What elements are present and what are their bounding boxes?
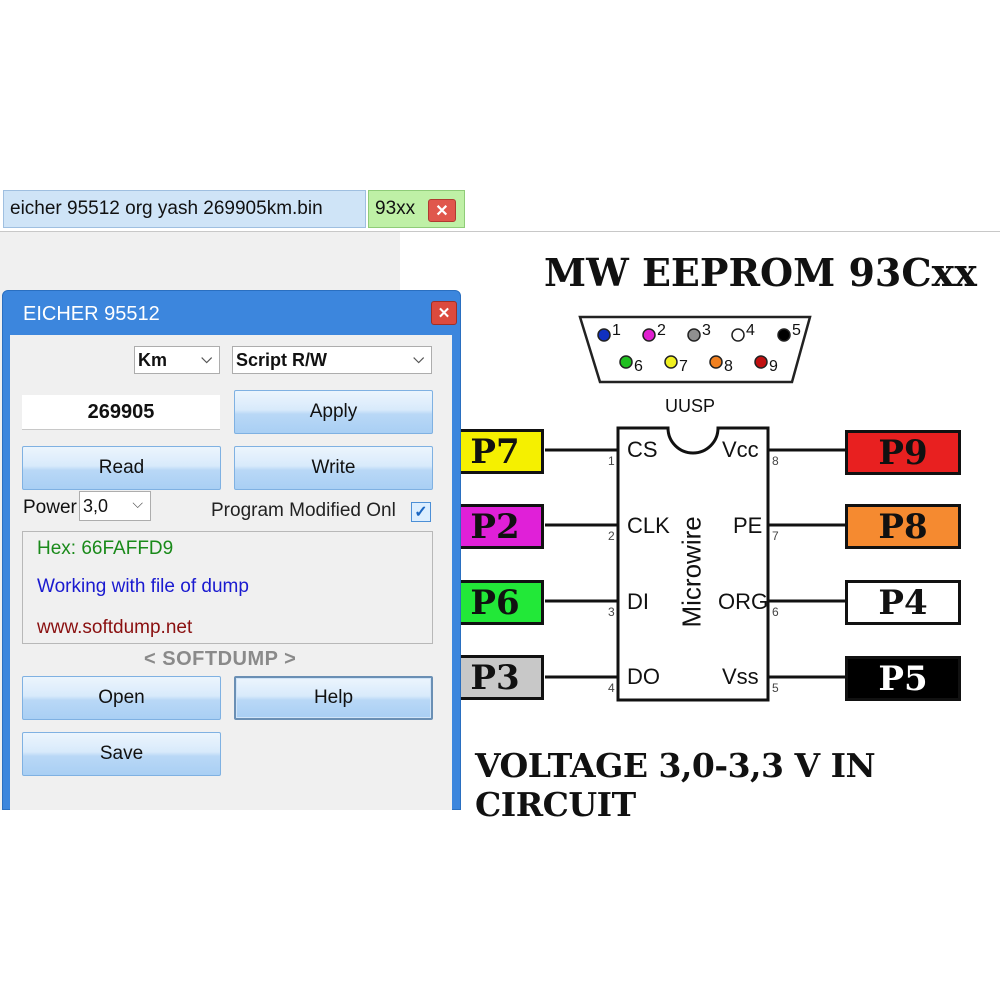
connector-pin-number: 3 (702, 322, 711, 339)
probe-p8: P8 (845, 504, 961, 549)
pin-name-clk: CLK (627, 513, 670, 538)
mode-select-value: Script R/W (236, 349, 328, 370)
connector-pin-number: 8 (724, 358, 733, 375)
connector-pin-number: 5 (792, 322, 801, 339)
eicher-dialog: EICHER 95512 ✕ Km ⌵ Script R/W ⌵ 269905 … (2, 290, 461, 810)
power-select[interactable]: 3,0 ⌵ (79, 491, 151, 521)
unit-select-value: Km (138, 349, 168, 370)
hex-readout: Hex: 66FAFFD9 (37, 538, 174, 559)
tab-strip: eicher 95512 org yash 269905km.bin 93xx … (0, 189, 1000, 232)
connector-pin-dot (597, 328, 611, 342)
connector-pin-number: 6 (634, 358, 643, 375)
diagram-graphics: 1 2 3 4 5 6 7 8 9 (545, 315, 845, 702)
tab-93xx[interactable]: 93xx ✕ (368, 190, 465, 228)
chevron-down-icon: ⌵ (413, 350, 424, 366)
probe-p5: P5 (845, 656, 961, 701)
pin-num-1: 1 (608, 454, 615, 468)
power-label: Power (23, 497, 77, 518)
connector-pin-dot (777, 328, 791, 342)
dialog-body: Km ⌵ Script R/W ⌵ 269905 Apply Read Writ… (10, 335, 452, 810)
pin-name-di: DI (627, 589, 649, 614)
connector-pin-dot (709, 355, 723, 369)
program-modified-checkbox[interactable]: ✓ (411, 502, 431, 522)
brand-label: < SOFTDUMP > (144, 648, 297, 670)
pin-name-pe: PE (733, 513, 763, 538)
connector-pin-number: 9 (769, 358, 778, 375)
checkmark-icon: ✓ (414, 504, 428, 521)
connector-pin-number: 7 (679, 358, 688, 375)
save-button[interactable]: Save (22, 732, 221, 776)
power-select-value: 3,0 (83, 495, 109, 516)
program-modified-label: Program Modified Onl (211, 500, 396, 521)
unit-select[interactable]: Km ⌵ (134, 346, 220, 374)
help-button[interactable]: Help (234, 676, 433, 720)
tab-93xx-label: 93xx (375, 198, 416, 219)
dialog-close-icon[interactable]: ✕ (431, 301, 457, 325)
probe-p4: P4 (845, 580, 961, 625)
dialog-title: EICHER 95512 (23, 303, 160, 325)
write-button[interactable]: Write (234, 446, 433, 490)
eeprom-diagram: MW EEPROM 93Cxx 1 2 3 4 5 6 7 8 9 UUSP Microwire… (400, 232, 1000, 824)
connector-pin-number: 1 (612, 322, 621, 339)
connector-pin-dot (642, 328, 656, 342)
mode-select[interactable]: Script R/W ⌵ (232, 346, 432, 374)
read-button[interactable]: Read (22, 446, 221, 490)
diagram-title: MW EEPROM 93Cxx (544, 250, 977, 295)
probe-p7: P7 (446, 429, 544, 474)
chip-name: Microwire (676, 516, 707, 628)
chip-body (616, 426, 770, 702)
pin-num-4: 4 (608, 681, 615, 695)
open-button[interactable]: Open (22, 676, 221, 720)
probe-p9: P9 (845, 430, 961, 475)
pin-name-vss: Vss (722, 664, 759, 689)
chevron-down-icon: ⌵ (201, 350, 212, 366)
status-text: Working with file of dump (37, 576, 249, 597)
website-text: www.softdump.net (37, 617, 193, 638)
probe-p3: P3 (446, 655, 544, 700)
pin-num-2: 2 (608, 529, 615, 543)
connector-pin-dot (664, 355, 678, 369)
chevron-down-icon: ⌵ (132, 495, 143, 511)
pin-name-vcc: Vcc (722, 437, 759, 462)
tab-file[interactable]: eicher 95512 org yash 269905km.bin (3, 190, 366, 228)
connector-pin-dot (754, 355, 768, 369)
apply-button[interactable]: Apply (234, 390, 433, 434)
connector-pin-dot (687, 328, 701, 342)
pin-name-do: DO (627, 664, 660, 689)
km-value: 269905 (87, 400, 155, 423)
pin-num-6: 6 (772, 605, 779, 619)
pin-num-7: 7 (772, 529, 779, 543)
tab-close-icon[interactable]: ✕ (428, 199, 456, 222)
pin-name-cs: CS (627, 437, 658, 462)
probe-p6: P6 (446, 580, 544, 625)
pin-num-8: 8 (772, 454, 779, 468)
connector-pin-dot (619, 355, 633, 369)
pin-name-org: ORG (718, 589, 769, 614)
voltage-note: VOLTAGE 3,0-3,3 V IN CIRCUIT (475, 746, 876, 824)
tab-file-label: eicher 95512 org yash 269905km.bin (10, 198, 323, 219)
info-panel: Hex: 66FAFFD9 Working with file of dump … (22, 531, 433, 644)
pin-num-5: 5 (772, 681, 779, 695)
connector-pin-number: 4 (746, 322, 755, 339)
connector-pin-dot (731, 328, 745, 342)
km-value-field[interactable]: 269905 (22, 395, 220, 430)
pin-num-3: 3 (608, 605, 615, 619)
connector-pin-number: 2 (657, 322, 666, 339)
connector-label: UUSP (665, 396, 716, 416)
connector-outline (578, 315, 812, 384)
